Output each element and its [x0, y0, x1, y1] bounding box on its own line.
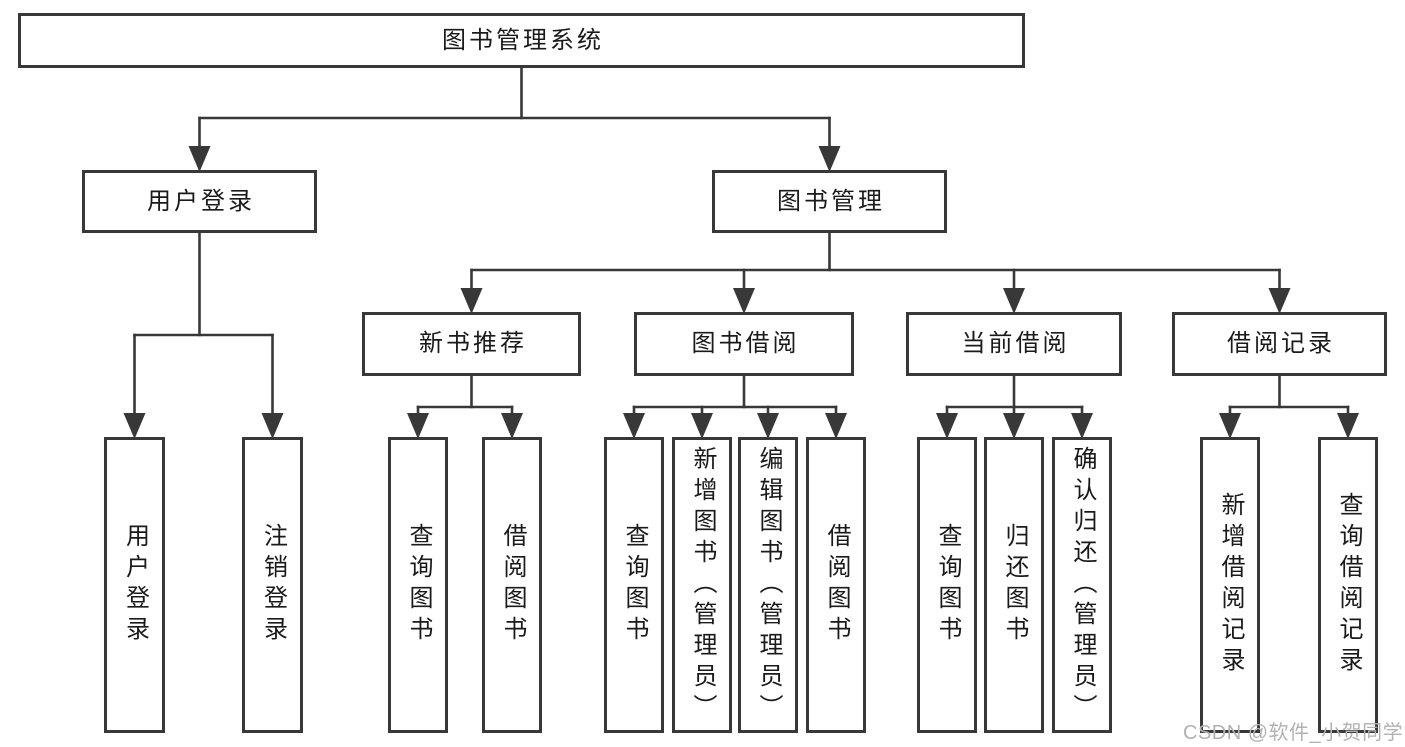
confirm-return-box: 确认归还（管理员） [1052, 437, 1112, 733]
root-box: 图书管理系统 [18, 13, 1025, 68]
node-label: 图书管理系统 [442, 26, 604, 54]
node-label: 用户登录 [121, 523, 149, 647]
node-label: 借阅图书 [499, 523, 526, 647]
node-label: 新增借阅记录 [1217, 492, 1244, 678]
node-label: 新增图书（管理员） [689, 445, 716, 725]
arrowhead-icon [1003, 413, 1025, 439]
node-label: 查询图书 [934, 523, 961, 647]
arrowhead-icon [501, 413, 523, 439]
query-book-2-box: 查询图书 [604, 437, 664, 733]
node-label: 图书管理 [777, 187, 885, 215]
logout-leaf-box: 注销登录 [242, 437, 303, 733]
add-borrow-record-box: 新增借阅记录 [1200, 437, 1260, 733]
arrowhead-icon [691, 413, 713, 439]
edit-book-box: 编辑图书（管理员） [738, 437, 798, 733]
book-management-box: 图书管理 [712, 170, 947, 233]
node-label: 注销登录 [259, 523, 287, 647]
arrowhead-icon [460, 288, 483, 314]
node-label: 当前借阅 [961, 330, 1070, 357]
node-label: 确认归还（管理员） [1069, 445, 1096, 725]
current-borrow-box: 当前借阅 [906, 312, 1122, 376]
arrowhead-icon [123, 413, 146, 439]
node-label: 图书借阅 [691, 330, 800, 357]
arrowhead-icon [1337, 413, 1359, 439]
borrow-book-2-box: 借阅图书 [806, 437, 866, 733]
arrowhead-icon [1268, 288, 1291, 314]
arrowhead-icon [1219, 413, 1241, 439]
node-label: 新书推荐 [419, 330, 527, 357]
arrowhead-icon [936, 413, 958, 439]
arrowhead-icon [623, 413, 645, 439]
book-borrow-box: 图书借阅 [634, 312, 854, 376]
arrowhead-icon [1003, 288, 1025, 314]
query-borrow-record-box: 查询借阅记录 [1318, 437, 1378, 733]
query-book-3-box: 查询图书 [917, 437, 977, 733]
user-login-leaf-box: 用户登录 [104, 437, 165, 733]
node-label: 查询借阅记录 [1335, 492, 1362, 678]
add-book-box: 新增图书（管理员） [672, 437, 732, 733]
query-book-1-box: 查询图书 [388, 437, 448, 733]
node-label: 编辑图书（管理员） [755, 445, 782, 725]
node-label: 查询图书 [621, 523, 648, 647]
borrow-book-1-box: 借阅图书 [482, 437, 542, 733]
node-label: 借阅图书 [823, 523, 850, 647]
node-label: 查询图书 [405, 523, 432, 647]
arrowhead-icon [825, 413, 847, 439]
arrowhead-icon [188, 146, 211, 172]
arrowhead-icon [1071, 413, 1093, 439]
node-label: 用户登录 [147, 187, 255, 215]
node-label: 借阅记录 [1227, 330, 1335, 357]
return-book-box: 归还图书 [984, 437, 1044, 733]
node-label: 归还图书 [1001, 523, 1028, 647]
arrowhead-icon [407, 413, 429, 439]
arrowhead-icon [261, 413, 284, 439]
borrow-records-box: 借阅记录 [1172, 312, 1387, 376]
watermark: CSDN @软件_小贺同学 [1183, 722, 1404, 744]
user-login-box: 用户登录 [82, 170, 317, 233]
arrowhead-icon [757, 413, 779, 439]
arrowhead-icon [733, 288, 755, 314]
new-book-recommend-box: 新书推荐 [362, 312, 581, 376]
arrowhead-icon [818, 146, 841, 172]
